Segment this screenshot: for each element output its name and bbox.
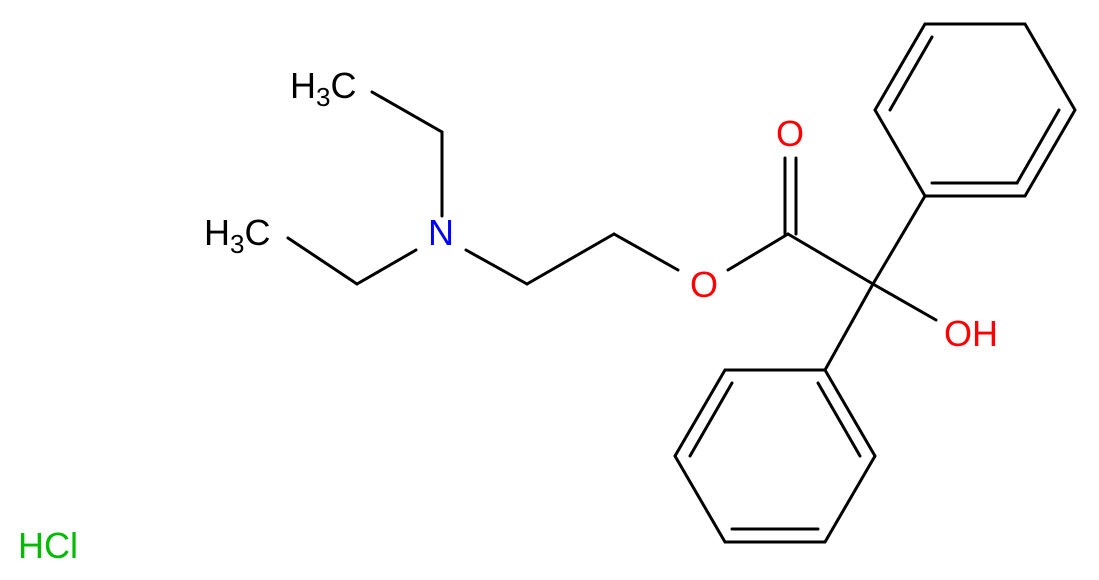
bond-quatc-oh: [871, 282, 938, 322]
bond-ch3bottom-ch2: [286, 236, 359, 286]
bond-ch2-ch2: [525, 232, 616, 286]
carbonyl-oxygen-label: O: [776, 113, 804, 154]
bottom-phenyl-ring: [673, 368, 877, 544]
ch3-top-label: H3C: [290, 65, 356, 112]
ch3-bottom-label: H3C: [204, 212, 270, 259]
bond-carbonyl-quatc: [786, 232, 875, 286]
top-ring-inner-bond-2: [1015, 108, 1061, 185]
ester-oxygen-label: O: [690, 264, 718, 305]
top-ring-inner-bond-1: [888, 35, 934, 112]
salt-label: HCl: [18, 525, 78, 566]
bond-ch2-n-bottom: [355, 248, 418, 286]
bond-ch3top-ch2: [370, 90, 444, 134]
nitrogen-label: N: [428, 212, 454, 253]
bond-ch2-o: [612, 232, 680, 272]
bond-o-carbonyl: [726, 232, 790, 272]
bond-quatc-top-ring: [871, 194, 927, 286]
top-phenyl-ring: [873, 22, 1077, 198]
bond-quatc-bottom-ring: [823, 282, 875, 372]
bond-n-ch2: [464, 248, 529, 286]
bottom-ring-inner-bond-1: [688, 381, 734, 458]
bottom-ring-inner-bond-3: [816, 381, 862, 458]
hydroxyl-label: OH: [944, 313, 998, 354]
